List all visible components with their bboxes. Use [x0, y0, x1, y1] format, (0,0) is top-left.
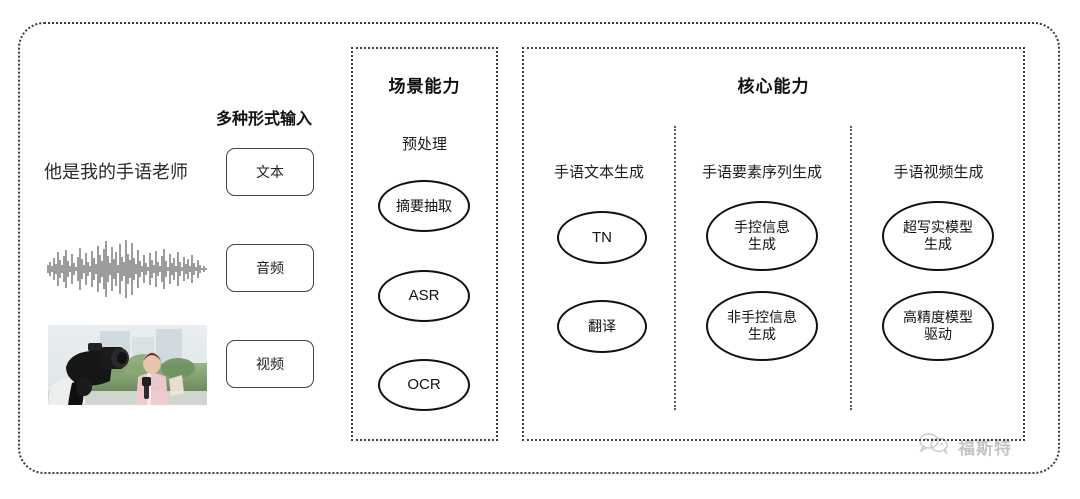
core-column-1-heading: 手语文本生成 [553, 164, 644, 181]
watermark-text: 福斯特 [958, 439, 1012, 458]
core-node-highprecision-model-line2: 驱动 [924, 326, 952, 342]
core-node-nonmanual-info-line1: 非手控信息 [727, 309, 797, 326]
core-node-manual-info[interactable]: 手控信息 生成 [706, 201, 818, 271]
scene-node-summary[interactable]: 摘要抽取 [378, 180, 470, 232]
core-column-divider-1 [674, 126, 676, 410]
scene-capability-panel: 场景能力 预处理 摘要抽取 ASR OCR [351, 47, 498, 441]
scene-node-asr[interactable]: ASR [378, 270, 470, 322]
scene-group-heading: 预处理 [401, 136, 447, 153]
core-node-highprecision-model-line1: 高精度模型 [903, 309, 973, 326]
sample-sentence-text: 他是我的手语老师 [44, 162, 188, 182]
core-node-manual-info-line1: 手控信息 [734, 219, 790, 236]
core-node-nonmanual-info-line2: 生成 [748, 326, 776, 342]
core-node-tn[interactable]: TN [557, 211, 647, 264]
core-node-hyperreal-model[interactable]: 超写实模型 生成 [882, 201, 994, 271]
core-capability-panel: 核心能力 手语文本生成 TN 翻译 手语要素序列生成 手控信息 生成 非手控信息… [522, 47, 1025, 441]
input-modality-video-button[interactable]: 视频 [226, 340, 314, 388]
scene-node-ocr[interactable]: OCR [378, 359, 470, 411]
core-node-highprecision-model[interactable]: 高精度模型 驱动 [882, 291, 994, 361]
core-column-divider-2 [850, 126, 852, 410]
core-panel-title: 核心能力 [737, 77, 810, 96]
core-node-nonmanual-info[interactable]: 非手控信息 生成 [706, 291, 818, 361]
core-column-2-heading: 手语要素序列生成 [701, 164, 822, 181]
core-node-manual-info-line2: 生成 [748, 236, 776, 252]
core-node-hyperreal-model-line2: 生成 [924, 236, 952, 252]
audio-waveform-icon [44, 238, 208, 300]
inputs-heading: 多种形式输入 [216, 111, 313, 128]
scene-panel-title: 场景能力 [388, 77, 461, 96]
video-thumbnail-icon [48, 325, 207, 405]
core-node-hyperreal-model-line1: 超写实模型 [903, 219, 973, 236]
core-node-translate[interactable]: 翻译 [557, 300, 647, 353]
input-modality-audio-button[interactable]: 音频 [226, 244, 314, 292]
outer-frame [18, 22, 1060, 474]
input-modality-text-button[interactable]: 文本 [226, 148, 314, 196]
wechat-speech-bubble-icon [918, 432, 952, 461]
watermark: 福斯特 [918, 432, 1012, 461]
core-column-3-heading: 手语视频生成 [893, 164, 984, 181]
